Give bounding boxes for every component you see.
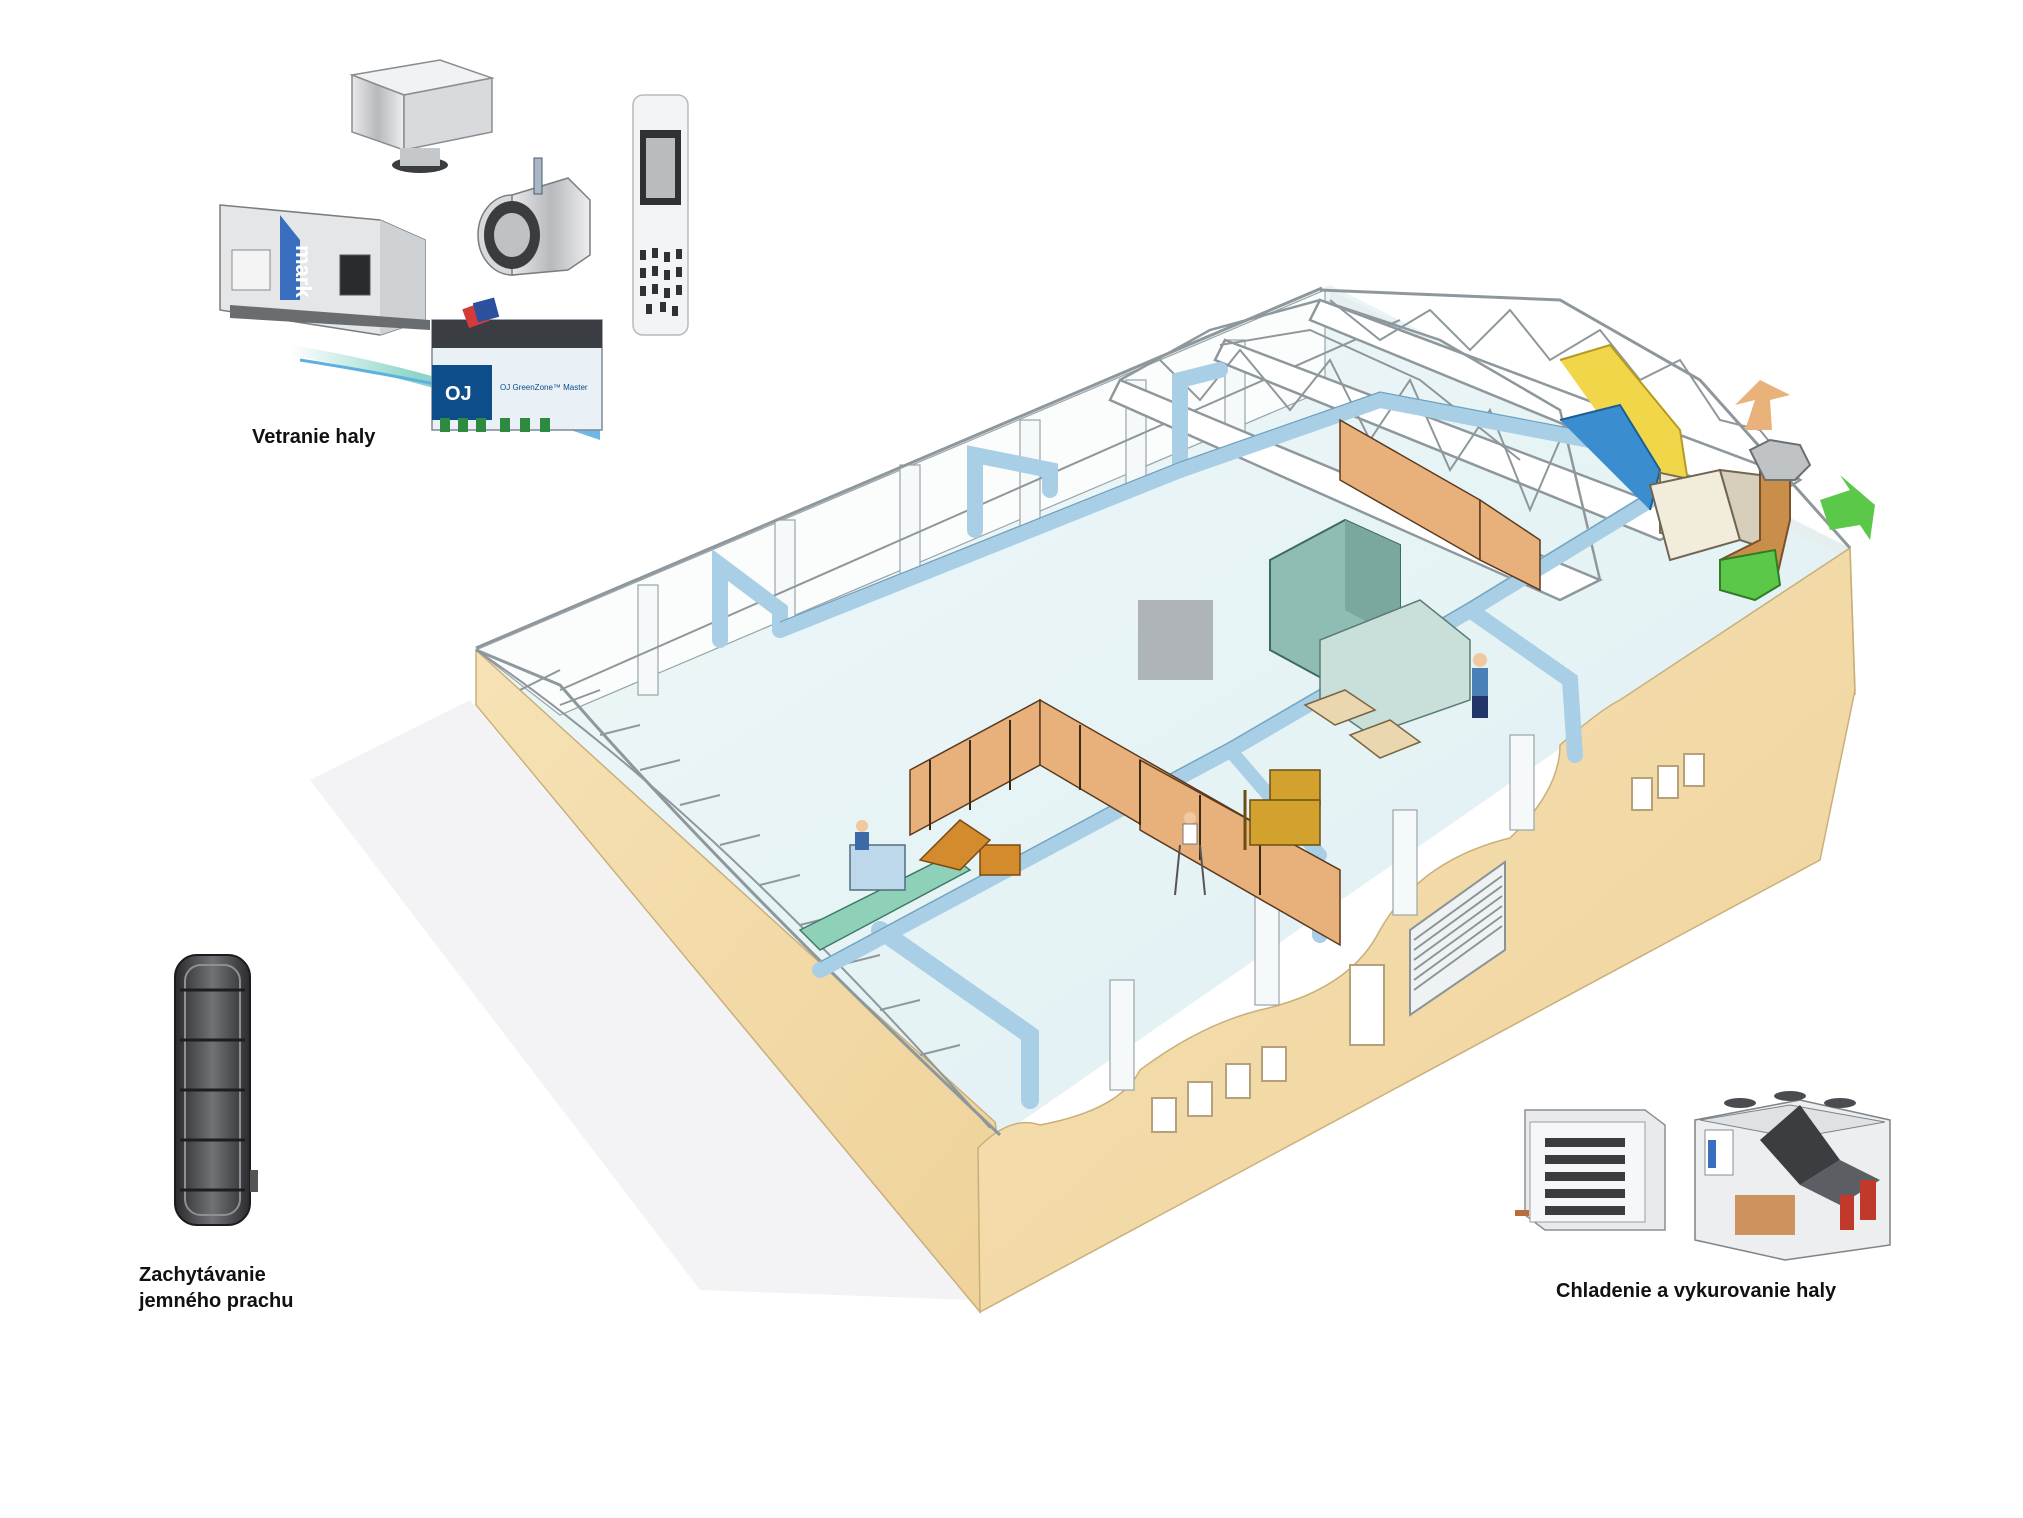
windows	[1151, 753, 1705, 1133]
rooftop-ahu	[1559, 343, 1875, 602]
unit-heater	[1515, 1109, 1666, 1231]
controller-logo: OJ	[445, 383, 472, 405]
storage-racks	[909, 418, 1541, 947]
caption-dust-capture: Zachytávanie jemného prachu	[139, 1262, 293, 1314]
ventilation-products: mark	[219, 59, 689, 440]
caption-dust-line-1: Zachytávanie	[139, 1264, 266, 1286]
brand-label: mark	[291, 245, 316, 298]
robot-arm	[918, 819, 1021, 876]
safety-fence	[1138, 600, 1213, 680]
greenzone-controller: OJ OJ GreenZone™ Master	[431, 297, 603, 432]
caption-dust-line-2: jemného prachu	[139, 1290, 294, 1312]
ground-shadow	[310, 700, 970, 1300]
heating-cooling-units	[1515, 1091, 1891, 1261]
round-sensor-column	[632, 94, 689, 336]
ceiling-diffuser-unit	[349, 59, 495, 173]
brand-swoosh	[290, 345, 600, 440]
pallets	[1303, 689, 1422, 759]
forklift	[1243, 769, 1321, 850]
roller-gate	[1409, 860, 1506, 1017]
duct-damper	[477, 157, 591, 276]
dust-filter-unit	[174, 954, 258, 1226]
caption-ventilation: Vetranie haly	[252, 426, 376, 448]
workstation	[849, 844, 906, 891]
exhaust-arrow	[1735, 380, 1790, 430]
door	[1349, 964, 1385, 1046]
air-handling-unit: mark	[219, 204, 430, 336]
hall-building	[310, 285, 1875, 1315]
controller-label: OJ GreenZone™ Master	[500, 383, 588, 392]
fresh-air-arrow	[1820, 475, 1875, 540]
chiller-unit	[1694, 1091, 1891, 1261]
caption-cooling-heating: Chladenie a vykurovanie haly	[1556, 1280, 1837, 1302]
workers	[855, 653, 1488, 896]
front-columns	[1109, 734, 1535, 1091]
